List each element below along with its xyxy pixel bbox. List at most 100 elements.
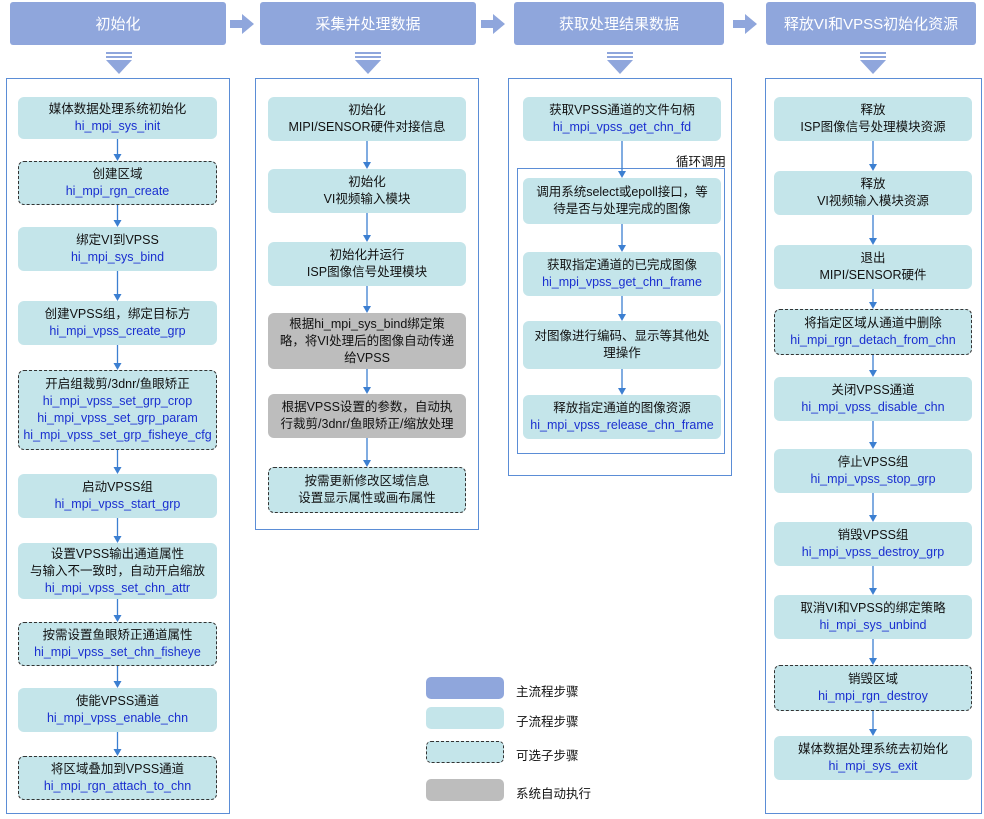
connector-arrowhead bbox=[363, 235, 371, 242]
api-function-name: hi_mpi_sys_exit bbox=[828, 759, 918, 773]
connector-arrowhead bbox=[869, 164, 877, 171]
step-title: 退出 bbox=[860, 251, 886, 265]
step-title: 媒体数据处理系统去初始化 bbox=[797, 742, 948, 756]
step-title: 初始化并运行 bbox=[329, 248, 405, 262]
step-title: MIPI/SENSOR硬件 bbox=[819, 268, 927, 282]
connector-arrowhead bbox=[113, 749, 122, 756]
connector-arrowhead bbox=[363, 387, 371, 394]
step-col1-9: 使能VPSS通道 hi_mpi_vpss_enable_chn bbox=[18, 688, 217, 732]
down-arrow-icon bbox=[607, 52, 633, 74]
step-title: 创建VPSS组，绑定目标方 bbox=[44, 307, 191, 321]
connector-arrowhead bbox=[869, 515, 877, 522]
step-title: 获取VPSS通道的文件句柄 bbox=[549, 103, 695, 117]
step-col2-3: 初始化并运行 ISP图像信号处理模块 bbox=[268, 242, 466, 286]
api-function-name: hi_mpi_vpss_get_chn_fd bbox=[552, 120, 692, 134]
step-col2-5: 根据VPSS设置的参数，自动执行裁剪/3dnr/鱼眼矫正/缩放处理 bbox=[268, 394, 466, 438]
step-title: 使能VPSS通道 bbox=[75, 694, 160, 708]
step-title: 理操作 bbox=[603, 346, 641, 360]
step-title: 设置VPSS输出通道属性 bbox=[50, 546, 185, 561]
step-col4-10: 媒体数据处理系统去初始化 hi_mpi_sys_exit bbox=[774, 736, 972, 780]
step-col4-3: 退出 MIPI/SENSOR硬件 bbox=[774, 245, 972, 289]
step-title: 创建区域 bbox=[92, 167, 143, 181]
step-title: 取消VI和VPSS的绑定策略 bbox=[800, 601, 946, 615]
connector-arrowhead bbox=[618, 314, 626, 321]
api-function-name: hi_mpi_sys_unbind bbox=[819, 618, 927, 632]
connector-arrowhead bbox=[618, 388, 626, 395]
step-col2-4: 根据hi_mpi_sys_bind绑定策略，将VI处理后的图像自动传递给VPSS bbox=[268, 313, 466, 369]
connector-arrowhead bbox=[363, 460, 371, 467]
step-title: 给VPSS bbox=[344, 350, 390, 365]
connector-arrowhead bbox=[363, 306, 371, 313]
connector-arrowhead bbox=[869, 729, 877, 736]
connector-arrowhead bbox=[869, 658, 877, 665]
connector-arrowhead bbox=[869, 302, 877, 309]
connector-arrowhead bbox=[869, 238, 877, 245]
step-title: 开启组裁剪/3dnr/鱼眼矫正 bbox=[45, 377, 190, 391]
connector-arrowhead bbox=[113, 220, 122, 227]
loop-label: 循环调用 bbox=[676, 155, 727, 169]
step-title: VI视频输入模块资源 bbox=[817, 194, 929, 208]
step-title: 行裁剪/3dnr/鱼眼矫正/缩放处理 bbox=[280, 417, 454, 431]
connector-arrowhead bbox=[113, 615, 122, 622]
step-title: 待是否与处理完成的图像 bbox=[553, 202, 691, 216]
header-release: 释放VI和VPSS初始化资源 bbox=[766, 2, 976, 45]
legend-optional-swatch bbox=[426, 741, 504, 763]
api-function-name: hi_mpi_vpss_enable_chn bbox=[46, 711, 189, 725]
api-function-name: hi_mpi_vpss_create_grp bbox=[49, 324, 186, 338]
right-arrow-icon bbox=[481, 14, 505, 34]
right-arrow-icon bbox=[733, 14, 757, 34]
legend-sub-swatch bbox=[426, 707, 504, 729]
down-arrow-icon bbox=[355, 52, 381, 74]
connector-arrowhead bbox=[113, 536, 122, 543]
api-function-name: hi_mpi_vpss_disable_chn bbox=[801, 400, 945, 414]
step-title: 停止VPSS组 bbox=[837, 455, 909, 469]
step-title: 按需设置鱼眼矫正通道属性 bbox=[42, 628, 193, 642]
legend-sub-label: 子流程步骤 bbox=[516, 715, 579, 729]
step-title: 释放 bbox=[860, 177, 886, 191]
api-function-name: hi_mpi_vpss_start_grp bbox=[54, 497, 181, 511]
step-title: 绑定VI到VPSS bbox=[76, 233, 159, 247]
legend-main-label: 主流程步骤 bbox=[516, 685, 579, 699]
api-function-name: hi_mpi_rgn_detach_from_chn bbox=[790, 333, 956, 347]
api-function-name: hi_mpi_sys_init bbox=[74, 119, 161, 133]
legend-main-swatch bbox=[426, 677, 504, 699]
step-title: 启动VPSS组 bbox=[82, 480, 153, 494]
step-title: ISP图像信号处理模块 bbox=[306, 265, 428, 279]
step-title: 将指定区域从通道中删除 bbox=[804, 316, 942, 330]
step-title: 对图像进行编码、显示等其他处 bbox=[534, 329, 710, 343]
step-col3_loop-3: 对图像进行编码、显示等其他处理操作 bbox=[523, 321, 721, 369]
legend-auto-swatch bbox=[426, 779, 504, 801]
step-title: 与输入不一致时，自动开启缩放 bbox=[29, 563, 205, 578]
step-title: 将区域叠加到VPSS通道 bbox=[50, 762, 185, 776]
step-col1-4: 创建VPSS组，绑定目标方 hi_mpi_vpss_create_grp bbox=[18, 301, 217, 345]
api-function-name: hi_mpi_sys_bind bbox=[70, 250, 165, 264]
step-title: 媒体数据处理系统初始化 bbox=[48, 102, 187, 116]
step-col2-6: 按需更新修改区域信息设置显示属性或画布属性 bbox=[268, 467, 466, 513]
connector-arrowhead bbox=[113, 681, 122, 688]
step-col3_top-1: 获取VPSS通道的文件句柄 hi_mpi_vpss_get_chn_fd bbox=[523, 97, 721, 141]
api-function-name: hi_mpi_vpss_set_grp_crop bbox=[42, 394, 193, 408]
header-capture: 采集并处理数据 bbox=[260, 2, 476, 45]
connector-arrowhead bbox=[113, 294, 122, 301]
step-title: 根据VPSS设置的参数，自动执 bbox=[281, 400, 453, 414]
legend-auto-label: 系统自动执行 bbox=[516, 787, 592, 801]
step-title: 初始化 bbox=[348, 103, 386, 117]
connector-arrowhead bbox=[113, 467, 122, 474]
step-col4-2: 释放 VI视频输入模块资源 bbox=[774, 171, 972, 215]
step-col1-6: 启动VPSS组 hi_mpi_vpss_start_grp bbox=[18, 474, 217, 518]
api-function-name: hi_mpi_rgn_destroy bbox=[818, 689, 928, 703]
connector-arrowhead bbox=[363, 162, 371, 169]
api-function-name: hi_mpi_rgn_create bbox=[65, 184, 170, 198]
api-function-name: hi_mpi_vpss_set_grp_fisheye_cfg bbox=[23, 428, 212, 442]
legend-optional-label: 可选子步骤 bbox=[516, 749, 579, 763]
